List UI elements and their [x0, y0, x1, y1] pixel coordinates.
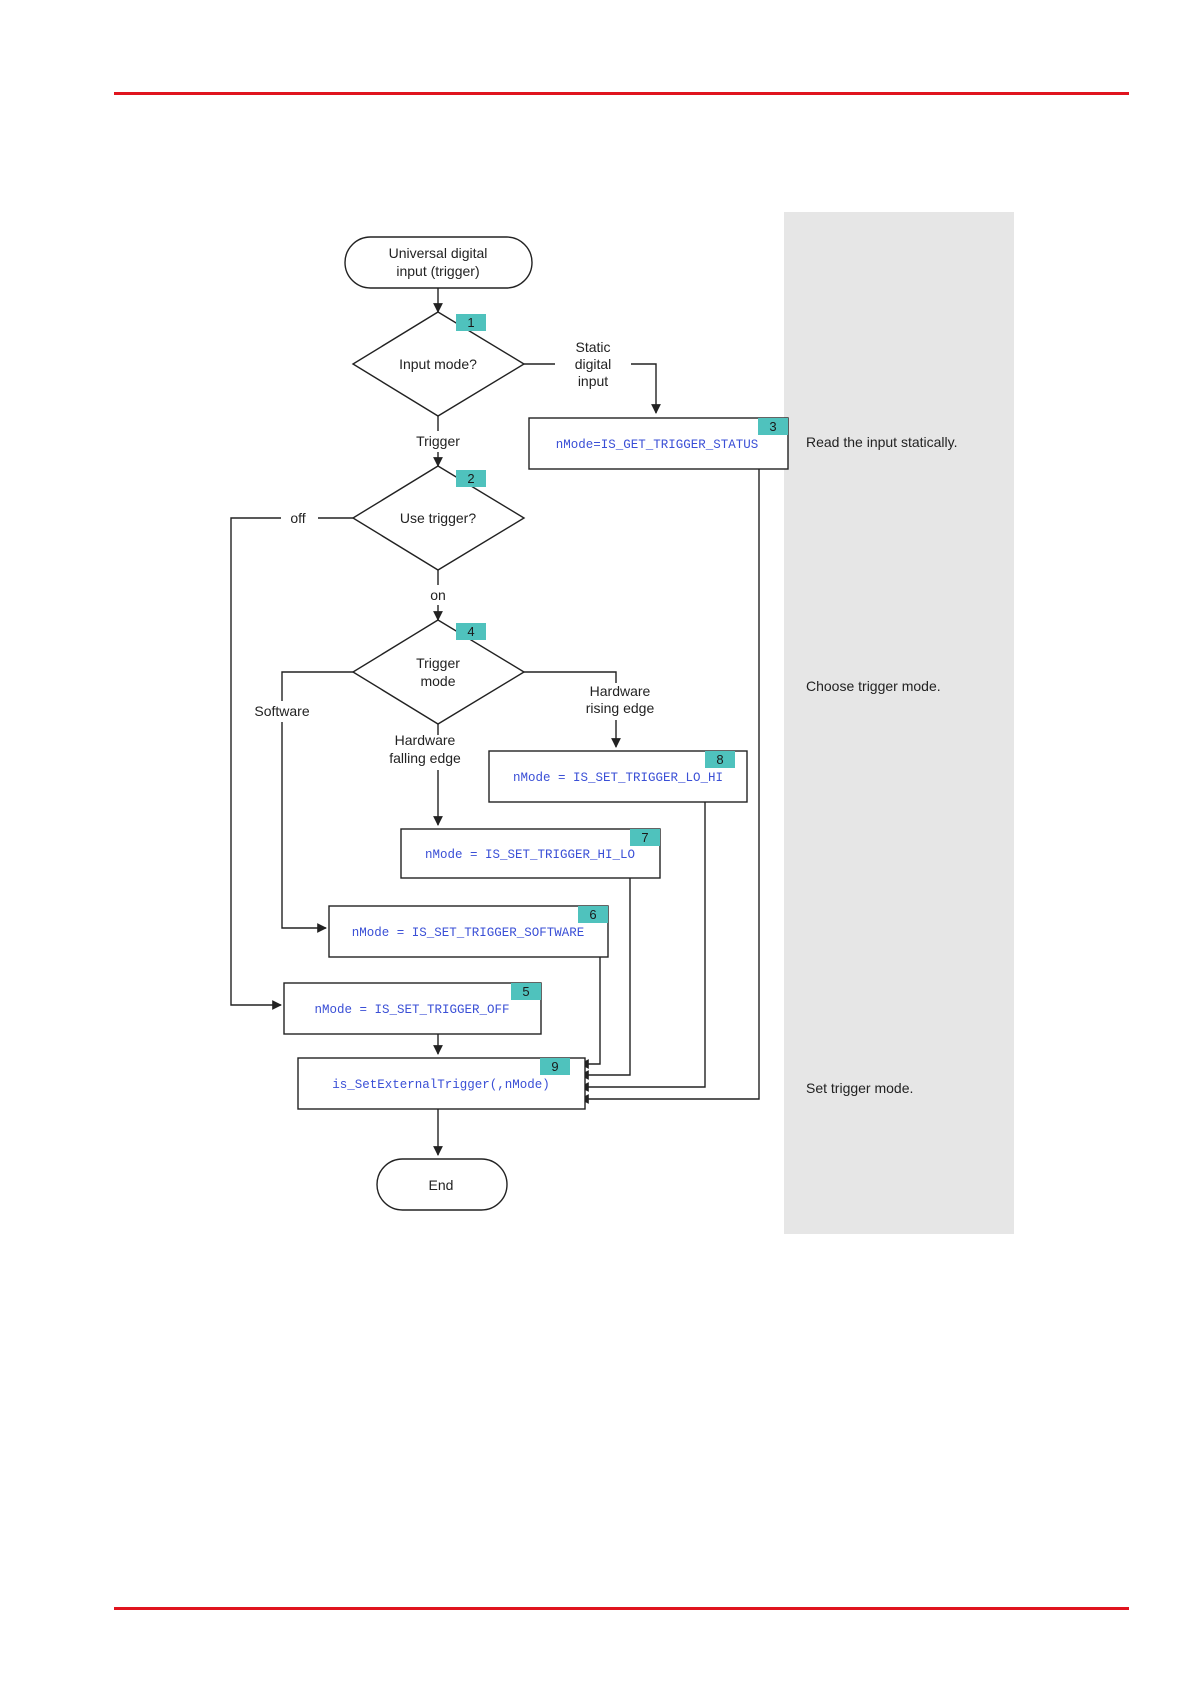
decision-trigger-mode: Trigger mode — [351, 619, 526, 725]
start-terminal-line-2: input (trigger) — [396, 263, 479, 279]
connector-software-to-set — [579, 954, 601, 1069]
process-set-external-trigger: is_SetExternalTrigger(,nMode) — [297, 1057, 586, 1110]
process-get-status-code: nMode=IS_GET_TRIGGER_STATUS — [556, 438, 759, 452]
svg-text:2: 2 — [467, 471, 474, 486]
edge-label-hw-falling-line-2: falling edge — [389, 750, 461, 766]
decision-trigger-mode-line-2: mode — [420, 673, 455, 689]
edge-label-software: Software — [254, 703, 309, 719]
svg-text:8: 8 — [716, 752, 723, 767]
start-terminal-line-1: Universal digital — [389, 245, 488, 261]
description-choose-mode: Choose trigger mode. — [806, 678, 941, 694]
connector-d4-software-a — [281, 671, 353, 701]
process-set-external-trigger-code: is_SetExternalTrigger(,nMode) — [332, 1078, 550, 1092]
decision-input-mode-label: Input mode? — [399, 356, 477, 372]
edge-label-hw-rising-line-1: Hardware — [590, 683, 651, 699]
edge-label-off: off — [290, 510, 305, 526]
header-rule — [114, 92, 1129, 95]
svg-text:3: 3 — [769, 419, 776, 434]
connector-d4-rising-a — [524, 671, 617, 683]
edge-label-hw-rising-line-2: rising edge — [586, 700, 655, 716]
footer-rule — [114, 1607, 1129, 1610]
connectors — [230, 288, 760, 1156]
step-badge-7: 7 — [630, 829, 660, 846]
step-badge-1: 1 — [456, 314, 486, 331]
svg-text:9: 9 — [551, 1059, 558, 1074]
edge-label-static-line-3: input — [578, 373, 608, 389]
description-set-mode: Set trigger mode. — [806, 1080, 913, 1096]
process-get-status: nMode=IS_GET_TRIGGER_STATUS — [528, 417, 789, 470]
end-terminal: End — [376, 1158, 508, 1211]
edge-label-static-line-1: Static — [575, 339, 610, 355]
edge-label-trigger: Trigger — [416, 433, 460, 449]
connector-d1-static-b — [631, 363, 661, 414]
step-badge-2: 2 — [456, 470, 486, 487]
connector-d4-software-b — [281, 722, 327, 933]
description-read-input: Read the input statically. — [806, 434, 958, 450]
end-terminal-label: End — [429, 1177, 454, 1193]
process-hi-lo: nMode = IS_SET_TRIGGER_HI_LO — [400, 828, 661, 879]
step-badge-5: 5 — [511, 983, 541, 1000]
svg-text:5: 5 — [522, 984, 529, 999]
svg-text:7: 7 — [641, 830, 648, 845]
process-off-code: nMode = IS_SET_TRIGGER_OFF — [314, 1003, 509, 1017]
step-badge-8: 8 — [705, 751, 735, 768]
process-hi-lo-code: nMode = IS_SET_TRIGGER_HI_LO — [425, 848, 635, 862]
decision-use-trigger: Use trigger? — [351, 465, 526, 571]
step-badge-4: 4 — [456, 623, 486, 640]
decision-trigger-mode-line-1: Trigger — [416, 655, 460, 671]
step-badges: 1 2 3 4 5 6 7 8 9 — [456, 314, 788, 1075]
process-software-code: nMode = IS_SET_TRIGGER_SOFTWARE — [352, 926, 585, 940]
process-software: nMode = IS_SET_TRIGGER_SOFTWARE — [328, 905, 609, 958]
step-badge-3: 3 — [758, 418, 788, 435]
connector-d2-off-b — [230, 517, 282, 1010]
process-off: nMode = IS_SET_TRIGGER_OFF — [283, 982, 542, 1035]
start-terminal: Universal digital input (trigger) — [344, 236, 533, 289]
connector-status-to-set — [579, 469, 760, 1104]
edge-label-hw-falling-line-1: Hardware — [395, 732, 456, 748]
descriptions: Read the input statically. Choose trigge… — [806, 434, 958, 1096]
description-panel — [784, 212, 1014, 1234]
svg-text:4: 4 — [467, 624, 474, 639]
decision-use-trigger-label: Use trigger? — [400, 510, 476, 526]
connector-hilo-to-set — [579, 878, 631, 1080]
connector-lohi-to-set — [579, 802, 706, 1092]
process-lo-hi-code: nMode = IS_SET_TRIGGER_LO_HI — [513, 771, 723, 785]
process-lo-hi: nMode = IS_SET_TRIGGER_LO_HI — [488, 750, 748, 803]
step-badge-6: 6 — [578, 906, 608, 923]
edge-labels: Static digital input Trigger off on Soft… — [254, 339, 654, 766]
svg-text:1: 1 — [467, 315, 474, 330]
decision-input-mode: Input mode? — [351, 311, 526, 417]
edge-label-on: on — [430, 587, 446, 603]
svg-text:6: 6 — [589, 907, 596, 922]
edge-label-static-line-2: digital — [575, 356, 612, 372]
step-badge-9: 9 — [540, 1058, 570, 1075]
